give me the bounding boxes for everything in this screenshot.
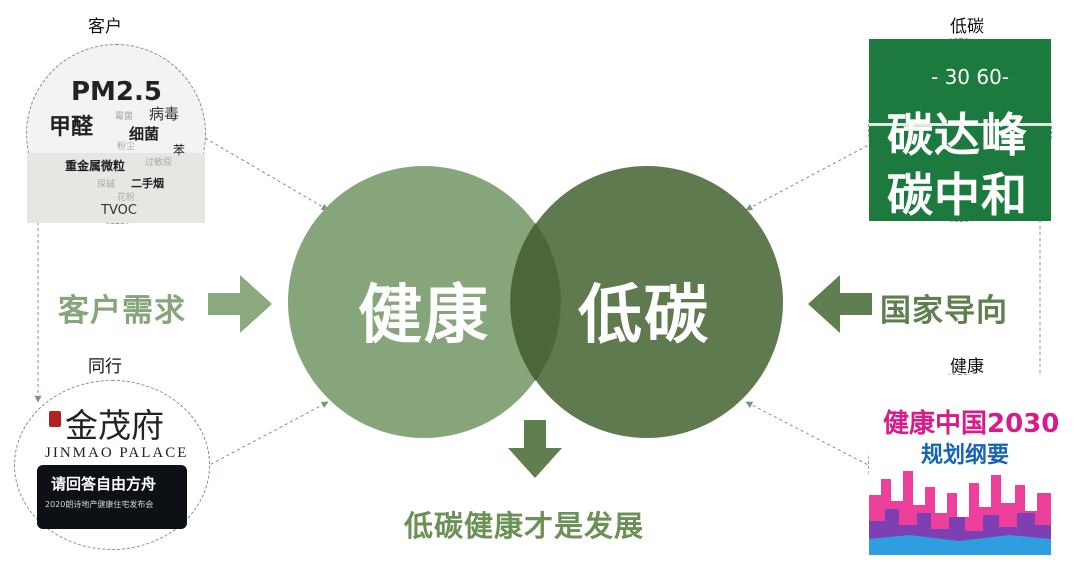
connector-customer — [199, 134, 329, 211]
health-circle-label: 健康 — [358, 279, 490, 353]
jinmao-title: 金茂府 — [65, 406, 164, 445]
label-health: 健康 — [950, 357, 984, 377]
virus-word: 病毒 — [149, 105, 180, 123]
venn-overlap — [510, 223, 561, 381]
healthy-china-image: 健康中国2030 规划纲要 — [868, 374, 1059, 555]
right-block-arrow — [208, 275, 272, 333]
banner-headline: 请回答自由方舟 — [51, 475, 157, 493]
label-peer: 同行 — [88, 357, 122, 377]
jinmao-subtitle: JINMAO PALACE — [45, 445, 189, 461]
allergen-word: 过敏原 — [145, 158, 173, 168]
release-banner: 请回答自由方舟 2020朗诗地产健康住宅发布会 — [37, 465, 187, 529]
label-lowcarbon: 低碳 — [950, 17, 984, 37]
left-block-arrow — [808, 275, 872, 333]
lowcarbon-circle-label: 低碳 — [578, 279, 710, 353]
pollen-word: 花粉 — [117, 193, 136, 203]
connector-peer — [199, 401, 329, 471]
formaldehyde-word: 甲醛 — [49, 115, 94, 140]
connector-carbon — [745, 139, 879, 211]
mold-word: 霉菌 — [115, 112, 134, 122]
carbon-peak-text: 碳达峰 — [887, 108, 1028, 162]
urine-alkali-word: 尿碱 — [97, 180, 116, 190]
carbon-peak-image: - 30 60- 碳达峰 碳中和 — [868, 38, 1053, 222]
healthy-china-subtitle: 规划纲要 — [921, 443, 1010, 468]
customer-concerns-image: PM2.5 甲醛 病毒 细菌 重金属微粒 二手烟 TVOC 苯 尿碱 霉菌 过敏… — [26, 44, 206, 224]
down-block-arrow — [508, 420, 562, 478]
national-policy-text: 国家导向 — [880, 293, 1008, 329]
pm25-word: PM2.5 — [71, 77, 162, 107]
healthy-china-title: 健康中国2030 — [883, 409, 1060, 439]
tvoc-word: TVOC — [101, 203, 137, 218]
carbon-neutral-text: 碳中和 — [887, 168, 1028, 222]
skyline-graphic — [869, 375, 1051, 555]
heavy-metal-word: 重金属微粒 — [65, 159, 126, 173]
banner-caption: 2020朗诗地产健康住宅发布会 — [45, 500, 154, 509]
conclusion-text: 低碳健康才是发展 — [404, 509, 645, 543]
carbon-3060-text: - 30 60- — [931, 65, 1010, 89]
red-seal-icon — [49, 411, 61, 427]
label-customer: 客户 — [88, 17, 122, 37]
benzene-word: 苯 — [173, 143, 186, 157]
health-circle — [288, 166, 560, 438]
customer-demand-text: 客户需求 — [58, 293, 186, 329]
dust-word: 粉尘 — [117, 142, 136, 152]
bacteria-word: 细菌 — [129, 125, 160, 143]
lowcarbon-circle — [511, 166, 783, 438]
secondhand-smoke-word: 二手烟 — [131, 177, 164, 190]
peer-jinmao-image: 金茂府 JINMAO PALACE 请回答自由方舟 2020朗诗地产健康住宅发布… — [14, 380, 210, 550]
connector-health — [745, 401, 879, 471]
